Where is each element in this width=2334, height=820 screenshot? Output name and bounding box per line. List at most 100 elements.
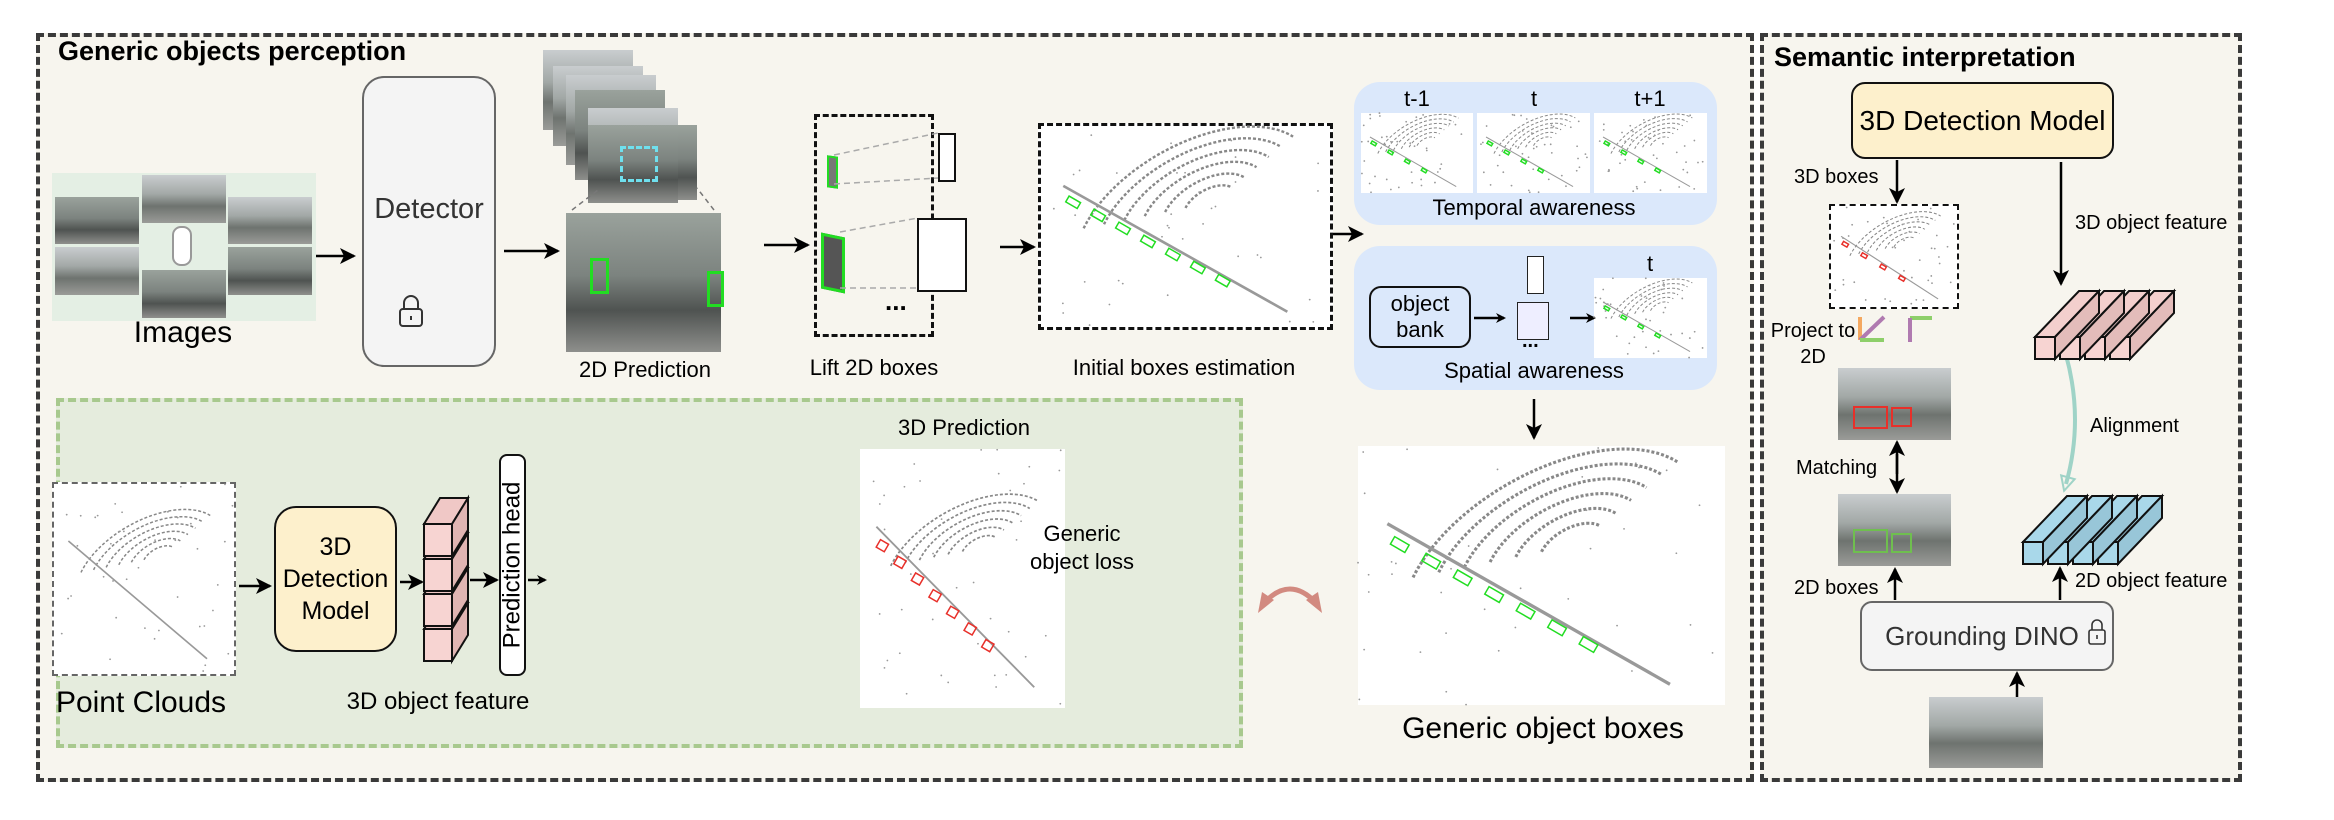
point-cloud-point xyxy=(1675,151,1678,154)
point-cloud-point xyxy=(1701,160,1704,163)
point-cloud-point xyxy=(1181,237,1184,240)
point-cloud-point xyxy=(1024,655,1027,658)
point-cloud-point xyxy=(1385,135,1388,138)
point-cloud-point xyxy=(1062,312,1065,314)
point-cloud-point xyxy=(1645,318,1647,321)
point-cloud-ring xyxy=(1102,137,1282,225)
point-cloud-road-edge xyxy=(1369,136,1457,188)
point-cloud-point xyxy=(1602,123,1605,126)
matching-label: Matching xyxy=(1796,457,1878,479)
point-cloud-point xyxy=(1633,336,1636,339)
point-cloud-point xyxy=(1624,158,1627,161)
point-cloud-point xyxy=(1675,552,1678,555)
detector-box: Detector xyxy=(362,76,496,367)
point-cloud-point xyxy=(1445,690,1448,693)
feature-block-front xyxy=(423,593,453,627)
point-cloud-point xyxy=(65,513,68,516)
predicted-box xyxy=(1515,602,1536,621)
predicted-box xyxy=(963,621,978,637)
point-cloud-point xyxy=(1411,181,1414,184)
point-cloud-ring xyxy=(947,526,1005,555)
point-cloud-point xyxy=(76,544,79,547)
point-cloud-ring xyxy=(105,523,196,568)
point-cloud-ring xyxy=(1123,148,1270,221)
point-cloud-point xyxy=(189,522,192,525)
point-cloud-point xyxy=(1655,157,1658,160)
point-cloud-ring xyxy=(1385,118,1455,153)
point-cloud-point xyxy=(1598,140,1601,143)
point-cloud-point xyxy=(176,596,179,598)
point-cloud-point xyxy=(1409,142,1412,145)
generic-object-loss-text: Generic object loss xyxy=(1030,521,1134,574)
predicted-box xyxy=(1485,139,1494,147)
project-label: Project to 2D xyxy=(1770,320,1856,368)
point-cloud-point xyxy=(1688,337,1691,339)
point-cloud-point xyxy=(1528,191,1531,194)
predicted-box xyxy=(892,555,908,570)
images-label: Images xyxy=(133,316,233,349)
point-cloud-ring xyxy=(1493,113,1576,154)
point-cloud-point xyxy=(1234,156,1237,158)
generic-loss-arrowhead-right xyxy=(1306,592,1322,613)
camera-image xyxy=(228,247,312,295)
point-cloud-point xyxy=(1363,492,1366,495)
predicted-box xyxy=(1636,157,1645,165)
zoom-region-box xyxy=(620,146,658,182)
point-cloud-point xyxy=(1108,303,1111,306)
point-cloud-ring xyxy=(1650,136,1669,146)
point-cloud-point xyxy=(1693,330,1696,333)
predicted-box xyxy=(1064,195,1082,210)
point-cloud-point xyxy=(1604,310,1607,312)
point-cloud-point xyxy=(1367,573,1370,576)
point-cloud-point xyxy=(112,580,114,582)
point-cloud-ring xyxy=(92,515,204,571)
point-cloud-marks xyxy=(60,112,1955,706)
point-cloud-point xyxy=(114,503,117,505)
feature-block-front xyxy=(423,523,453,557)
point-cloud-point xyxy=(109,542,112,545)
point-cloud-ring xyxy=(1884,231,1920,249)
point-cloud-point xyxy=(1482,171,1485,174)
point-cloud-point xyxy=(1406,448,1408,451)
point-cloud-point xyxy=(1121,282,1124,285)
zoom-guide-lines xyxy=(571,187,715,211)
predicted-box xyxy=(1502,148,1511,156)
point-cloud-point xyxy=(1623,527,1625,530)
frame-label-t-plus-1: t+1 xyxy=(1634,86,1666,111)
predicted-box xyxy=(1619,148,1628,156)
point-cloud-point xyxy=(1363,160,1366,162)
feature-block-front xyxy=(2034,336,2056,360)
point-cloud-point xyxy=(1569,126,1572,129)
point-cloud-point xyxy=(1378,112,1381,114)
point-cloud-point xyxy=(1681,332,1684,335)
point-cloud-point xyxy=(202,670,205,672)
point-cloud-point xyxy=(137,566,140,569)
point-cloud-point xyxy=(955,586,958,589)
point-cloud-point xyxy=(1621,131,1623,134)
spatial-ellipsis: ... xyxy=(1522,330,1539,352)
point-cloud-point xyxy=(1440,163,1443,166)
point-cloud-point xyxy=(1648,284,1651,287)
point-cloud-point xyxy=(1202,223,1204,225)
point-cloud-point xyxy=(1662,282,1665,284)
point-cloud-point xyxy=(1074,214,1077,217)
point-cloud-point xyxy=(1422,114,1425,116)
point-cloud-point xyxy=(1662,142,1664,145)
point-cloud-point xyxy=(1550,152,1553,154)
point-cloud-point xyxy=(1312,320,1315,323)
grounding-dino-box: Grounding DINO xyxy=(1860,601,2114,671)
point-cloud-ring xyxy=(1143,160,1258,217)
point-cloud-ring xyxy=(1893,236,1915,248)
point-cloud-point xyxy=(1665,469,1668,472)
point-cloud-point xyxy=(94,516,97,519)
predicted-box xyxy=(1536,166,1545,174)
predicted-box xyxy=(1840,240,1850,249)
point-cloud-point xyxy=(1005,673,1008,676)
point-cloud-point xyxy=(1498,154,1501,157)
point-cloud-ring xyxy=(1626,287,1684,316)
point-cloud-point xyxy=(1370,191,1372,194)
point-cloud-point xyxy=(1952,223,1955,225)
generic-object-loss-label: Generic object loss xyxy=(1017,520,1147,576)
predicted-box xyxy=(1602,139,1611,147)
